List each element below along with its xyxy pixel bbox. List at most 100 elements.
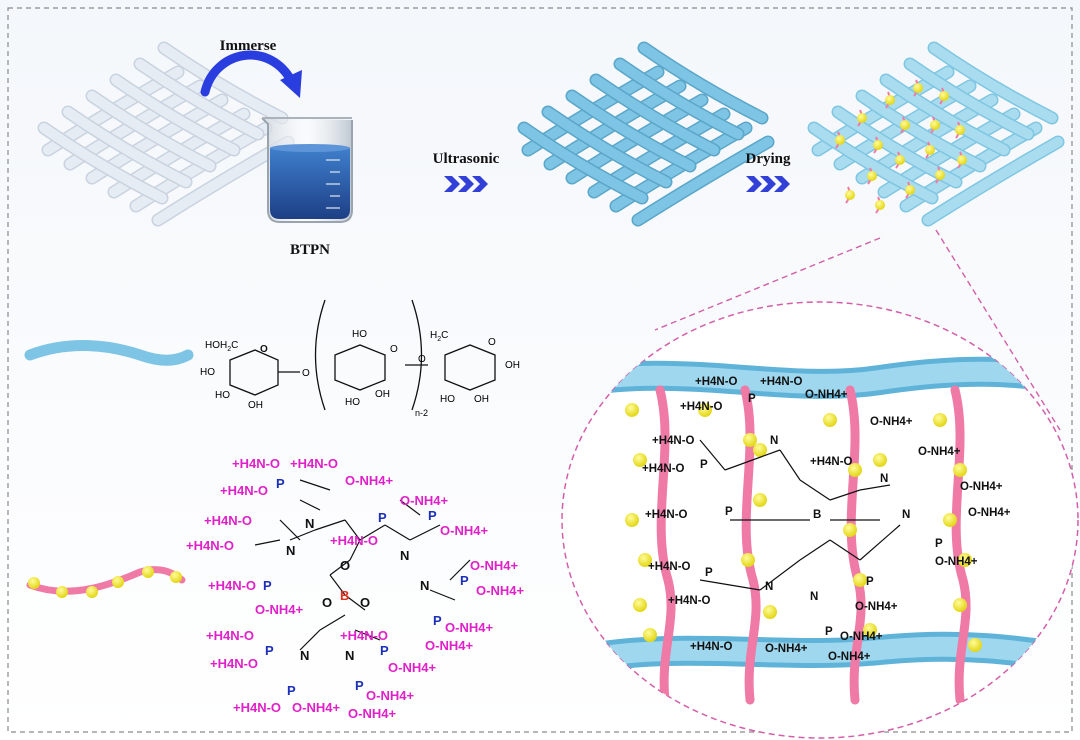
zoom-circle: +H4N-O +H4N-O O-NH4+ +H4N-O P O-NH4+ O-NH4+ +H4… — [561, 301, 1079, 739]
btpn-atom-label: +H4N-O — [208, 578, 256, 593]
ring-oxygen-label: O — [260, 344, 268, 355]
ring-oxygen-3: O — [488, 337, 496, 348]
zoom-atom-label: O-NH4+ — [805, 389, 848, 401]
btpn-atom-label: O-NH4+ — [400, 493, 448, 508]
btpn-atom-label: P — [428, 508, 437, 523]
treated-fabric — [807, 41, 1065, 227]
btpn-atom-label: P — [287, 683, 296, 698]
zoom-atom-label: O-NH4+ — [828, 651, 871, 663]
btpn-atom-label: O-NH4+ — [445, 620, 493, 635]
zoom-atom-label: +H4N-O — [695, 376, 738, 388]
zoom-atom-label: P — [725, 506, 733, 518]
ring-oxygen-2: O — [390, 344, 398, 355]
cellulose-ho-1: HO — [200, 367, 215, 378]
immerse-label: Immerse — [220, 38, 277, 54]
curved-arrow-icon — [200, 50, 302, 98]
btpn-atom-label: P — [433, 613, 442, 628]
btpn-atom-label: +H4N-O — [290, 456, 338, 471]
cellulose-ho-3: HO — [352, 329, 367, 340]
repeat-index: n-2 — [415, 408, 428, 418]
btpn-atom-label: O-NH4+ — [425, 638, 473, 653]
btpn-atom-label: +H4N-O — [232, 456, 280, 471]
cellulose-oh-3: OH — [474, 394, 489, 405]
zoom-atom-label: +H4N-O — [652, 435, 695, 447]
zoom-atom-label: N — [765, 581, 773, 593]
cellulose-ho-4: HO — [345, 397, 360, 408]
zoom-atom-label: O-NH4+ — [855, 601, 898, 613]
zoom-atom-label: B — [813, 509, 821, 521]
btpn-atom-label: O-NH4+ — [388, 660, 436, 675]
btpn-chain-icon — [26, 566, 186, 598]
btpn-atom-label: +H4N-O — [220, 483, 268, 498]
btpn-atom-label: O — [360, 595, 370, 610]
btpn-atom-label: N — [345, 648, 354, 663]
zoom-atom-label: O-NH4+ — [840, 631, 883, 643]
zoom-atom-label: P — [935, 538, 943, 550]
cellulose-oh-4: OH — [505, 360, 520, 371]
ultrasonic-label: Ultrasonic — [433, 151, 500, 167]
cellulose-right-group: H2C — [430, 330, 448, 343]
cellulose-structure: O HOH2C HO HO OH O n-2 HO O OH HO O H2C … — [200, 299, 520, 418]
btpn-atom-label: +H4N-O — [340, 628, 388, 643]
zoom-atom-label: O-NH4+ — [968, 507, 1011, 519]
btpn-atom-label: O-NH4+ — [366, 688, 414, 703]
triple-chevron-icon — [746, 176, 790, 192]
btpn-atom-label: N — [400, 548, 409, 563]
linker-oxygen-1: O — [302, 368, 310, 379]
zoom-atom-label: O-NH4+ — [870, 416, 913, 428]
zoom-guide-lines — [654, 229, 1061, 431]
btpn-atom-label: P — [355, 678, 364, 693]
btpn-atom-label: +H4N-O — [204, 513, 252, 528]
btpn-atom-label: N — [305, 516, 314, 531]
zoom-atom-label: P — [748, 393, 756, 405]
btpn-label: BTPN — [290, 242, 330, 258]
zoom-atom-label: +H4N-O — [645, 509, 688, 521]
zoom-atom-label: N — [810, 591, 818, 603]
beaker-icon — [261, 117, 353, 223]
btpn-atom-label: O-NH4+ — [348, 706, 396, 721]
btpn-atom-label: +H4N-O — [206, 628, 254, 643]
btpn-atom-label: +H4N-O — [186, 538, 234, 553]
zoom-atom-label: +H4N-O — [690, 641, 733, 653]
cellulose-ho-2: HO — [215, 390, 230, 401]
drying-label: Drying — [746, 151, 792, 167]
btpn-atom-label: O-NH4+ — [470, 558, 518, 573]
btpn-atom-label: +H4N-O — [233, 700, 281, 715]
btpn-atom-label: +H4N-O — [210, 656, 258, 671]
outer-dashed-border — [7, 7, 1073, 733]
btpn-atom-label: N — [300, 648, 309, 663]
triple-chevron-icon — [444, 176, 488, 192]
btpn-atom-label: O-NH4+ — [255, 602, 303, 617]
zoom-atom-label: +H4N-O — [642, 463, 685, 475]
cellulose-oh-2: OH — [375, 389, 390, 400]
zoom-atom-label: P — [866, 576, 874, 588]
btpn-atom-label: P — [378, 510, 387, 525]
btpn-atom-label: N — [420, 578, 429, 593]
zoom-atom-label: +H4N-O — [680, 401, 723, 413]
btpn-atom-label: O-NH4+ — [476, 583, 524, 598]
btpn-atom-label: O-NH4+ — [345, 473, 393, 488]
btpn-atom-label: O — [340, 558, 350, 573]
zoom-atom-label: O-NH4+ — [765, 643, 808, 655]
zoom-atom-label: N — [880, 473, 888, 485]
zoom-atom-label: O-NH4+ — [960, 481, 1003, 493]
zoom-atom-label: P — [700, 459, 708, 471]
btpn-atom-label: O — [322, 595, 332, 610]
zoom-atom-label: N — [770, 435, 778, 447]
cellulose-fiber-icon — [24, 340, 194, 366]
btpn-atom-label: +H4N-O — [330, 533, 378, 548]
btpn-atom-label: P — [265, 643, 274, 658]
zoom-atom-label: +H4N-O — [648, 561, 691, 573]
btpn-atom-label: P — [460, 573, 469, 588]
cellulose-ho-5: HO — [440, 394, 455, 405]
btpn-atom-label: O-NH4+ — [440, 523, 488, 538]
btpn-atom-label: P — [263, 578, 272, 593]
btpn-atom-label: O-NH4+ — [292, 700, 340, 715]
zoom-atom-label: P — [705, 567, 713, 579]
cellulose-oh-1: OH — [248, 400, 263, 411]
zoom-atom-label: N — [902, 509, 910, 521]
zoom-atom-label: +H4N-O — [668, 595, 711, 607]
btpn-atom-label: N — [286, 543, 295, 558]
white-fabric — [37, 41, 295, 227]
